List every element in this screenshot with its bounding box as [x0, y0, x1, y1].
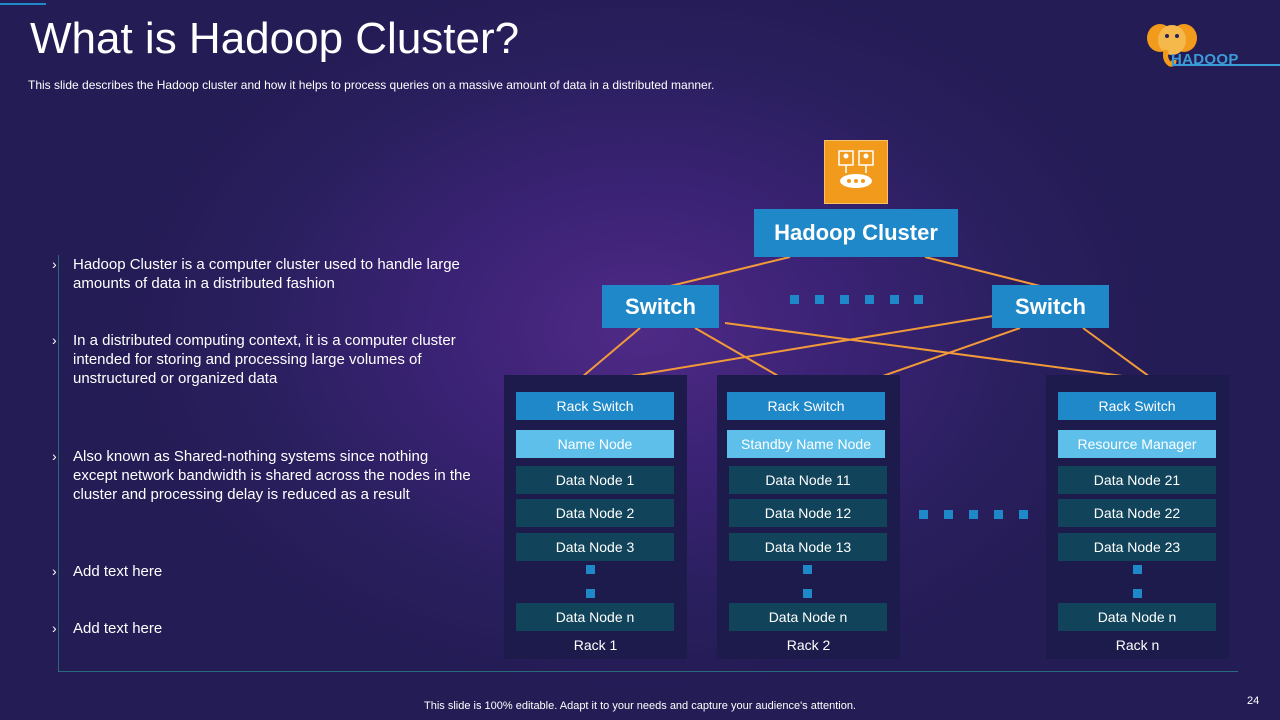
- chevron-right-icon: ›: [52, 563, 57, 579]
- data-node-n: Data Node n: [516, 603, 674, 631]
- bullet-text: Add text here: [73, 563, 163, 580]
- data-node: Data Node 2: [516, 499, 674, 527]
- bottom-divider: [58, 671, 1238, 672]
- ellipsis-dot: [914, 295, 923, 304]
- ellipsis-dot: [944, 510, 953, 519]
- rack-1: Rack Switch Name Node Data Node 1 Data N…: [504, 375, 687, 659]
- standby-name-node: Standby Name Node: [727, 430, 885, 458]
- bullet-text: Hadoop Cluster is a computer cluster use…: [73, 256, 460, 292]
- ellipsis-dot: [840, 295, 849, 304]
- data-node: Data Node 13: [729, 533, 887, 561]
- name-node: Name Node: [516, 430, 674, 458]
- ellipsis-dot: [890, 295, 899, 304]
- resource-manager: Resource Manager: [1058, 430, 1216, 458]
- rack-2: Rack Switch Standby Name Node Data Node …: [717, 375, 900, 659]
- ellipsis-dot: [1019, 510, 1028, 519]
- hadoop-cluster-box: Hadoop Cluster: [754, 209, 958, 257]
- data-node-n: Data Node n: [1058, 603, 1216, 631]
- ellipsis-dot: [1133, 565, 1142, 574]
- chevron-right-icon: ›: [52, 448, 57, 464]
- bullet-item: › Hadoop Cluster is a computer cluster u…: [52, 255, 472, 293]
- chevron-right-icon: ›: [52, 332, 57, 348]
- bullet-item: › Also known as Shared-nothing systems s…: [52, 447, 472, 504]
- logo-underline: [1172, 64, 1280, 66]
- chevron-right-icon: ›: [52, 256, 57, 272]
- ellipsis-dot: [815, 295, 824, 304]
- data-node: Data Node 21: [1058, 466, 1216, 494]
- page-number: 24: [1247, 695, 1260, 707]
- top-accent-line: [0, 3, 46, 5]
- data-node: Data Node 22: [1058, 499, 1216, 527]
- bullet-text: Add text here: [73, 620, 163, 637]
- cluster-network-icon: [824, 140, 888, 204]
- rack-label: Rack 2: [786, 637, 831, 653]
- data-node: Data Node 23: [1058, 533, 1216, 561]
- ellipsis-dot: [586, 589, 595, 598]
- bullet-item: › In a distributed computing context, it…: [52, 331, 472, 388]
- bullet-text: Also known as Shared-nothing systems sin…: [73, 448, 471, 503]
- hadoop-elephant-logo: [1147, 24, 1197, 67]
- bullet-text: In a distributed computing context, it i…: [73, 332, 456, 387]
- data-node: Data Node 12: [729, 499, 887, 527]
- ellipsis-dot: [803, 565, 812, 574]
- ellipsis-dot: [865, 295, 874, 304]
- rack-switch: Rack Switch: [727, 392, 885, 420]
- footer-text: This slide is 100% editable. Adapt it to…: [424, 700, 856, 712]
- switch-left: Switch: [602, 285, 719, 328]
- data-node: Data Node 11: [729, 466, 887, 494]
- ellipsis-dot: [919, 510, 928, 519]
- ellipsis-dot: [790, 295, 799, 304]
- rack-label: Rack n: [1115, 637, 1160, 653]
- data-node: Data Node 3: [516, 533, 674, 561]
- bullet-item: › Add text here: [52, 562, 472, 581]
- data-node-n: Data Node n: [729, 603, 887, 631]
- bullet-item: › Add text here: [52, 619, 472, 638]
- ellipsis-dot: [803, 589, 812, 598]
- ellipsis-dot: [586, 565, 595, 574]
- chevron-right-icon: ›: [52, 620, 57, 636]
- page-title: What is Hadoop Cluster?: [30, 14, 520, 63]
- rack-switch: Rack Switch: [1058, 392, 1216, 420]
- ellipsis-dot: [1133, 589, 1142, 598]
- ellipsis-dot: [994, 510, 1003, 519]
- left-divider: [58, 255, 59, 672]
- rack-n: Rack Switch Resource Manager Data Node 2…: [1046, 375, 1229, 659]
- data-node: Data Node 1: [516, 466, 674, 494]
- rack-switch: Rack Switch: [516, 392, 674, 420]
- switch-right: Switch: [992, 285, 1109, 328]
- rack-label: Rack 1: [573, 637, 618, 653]
- logo-text: HADOOP: [1171, 51, 1239, 68]
- page-subtitle: This slide describes the Hadoop cluster …: [28, 78, 715, 92]
- ellipsis-dot: [969, 510, 978, 519]
